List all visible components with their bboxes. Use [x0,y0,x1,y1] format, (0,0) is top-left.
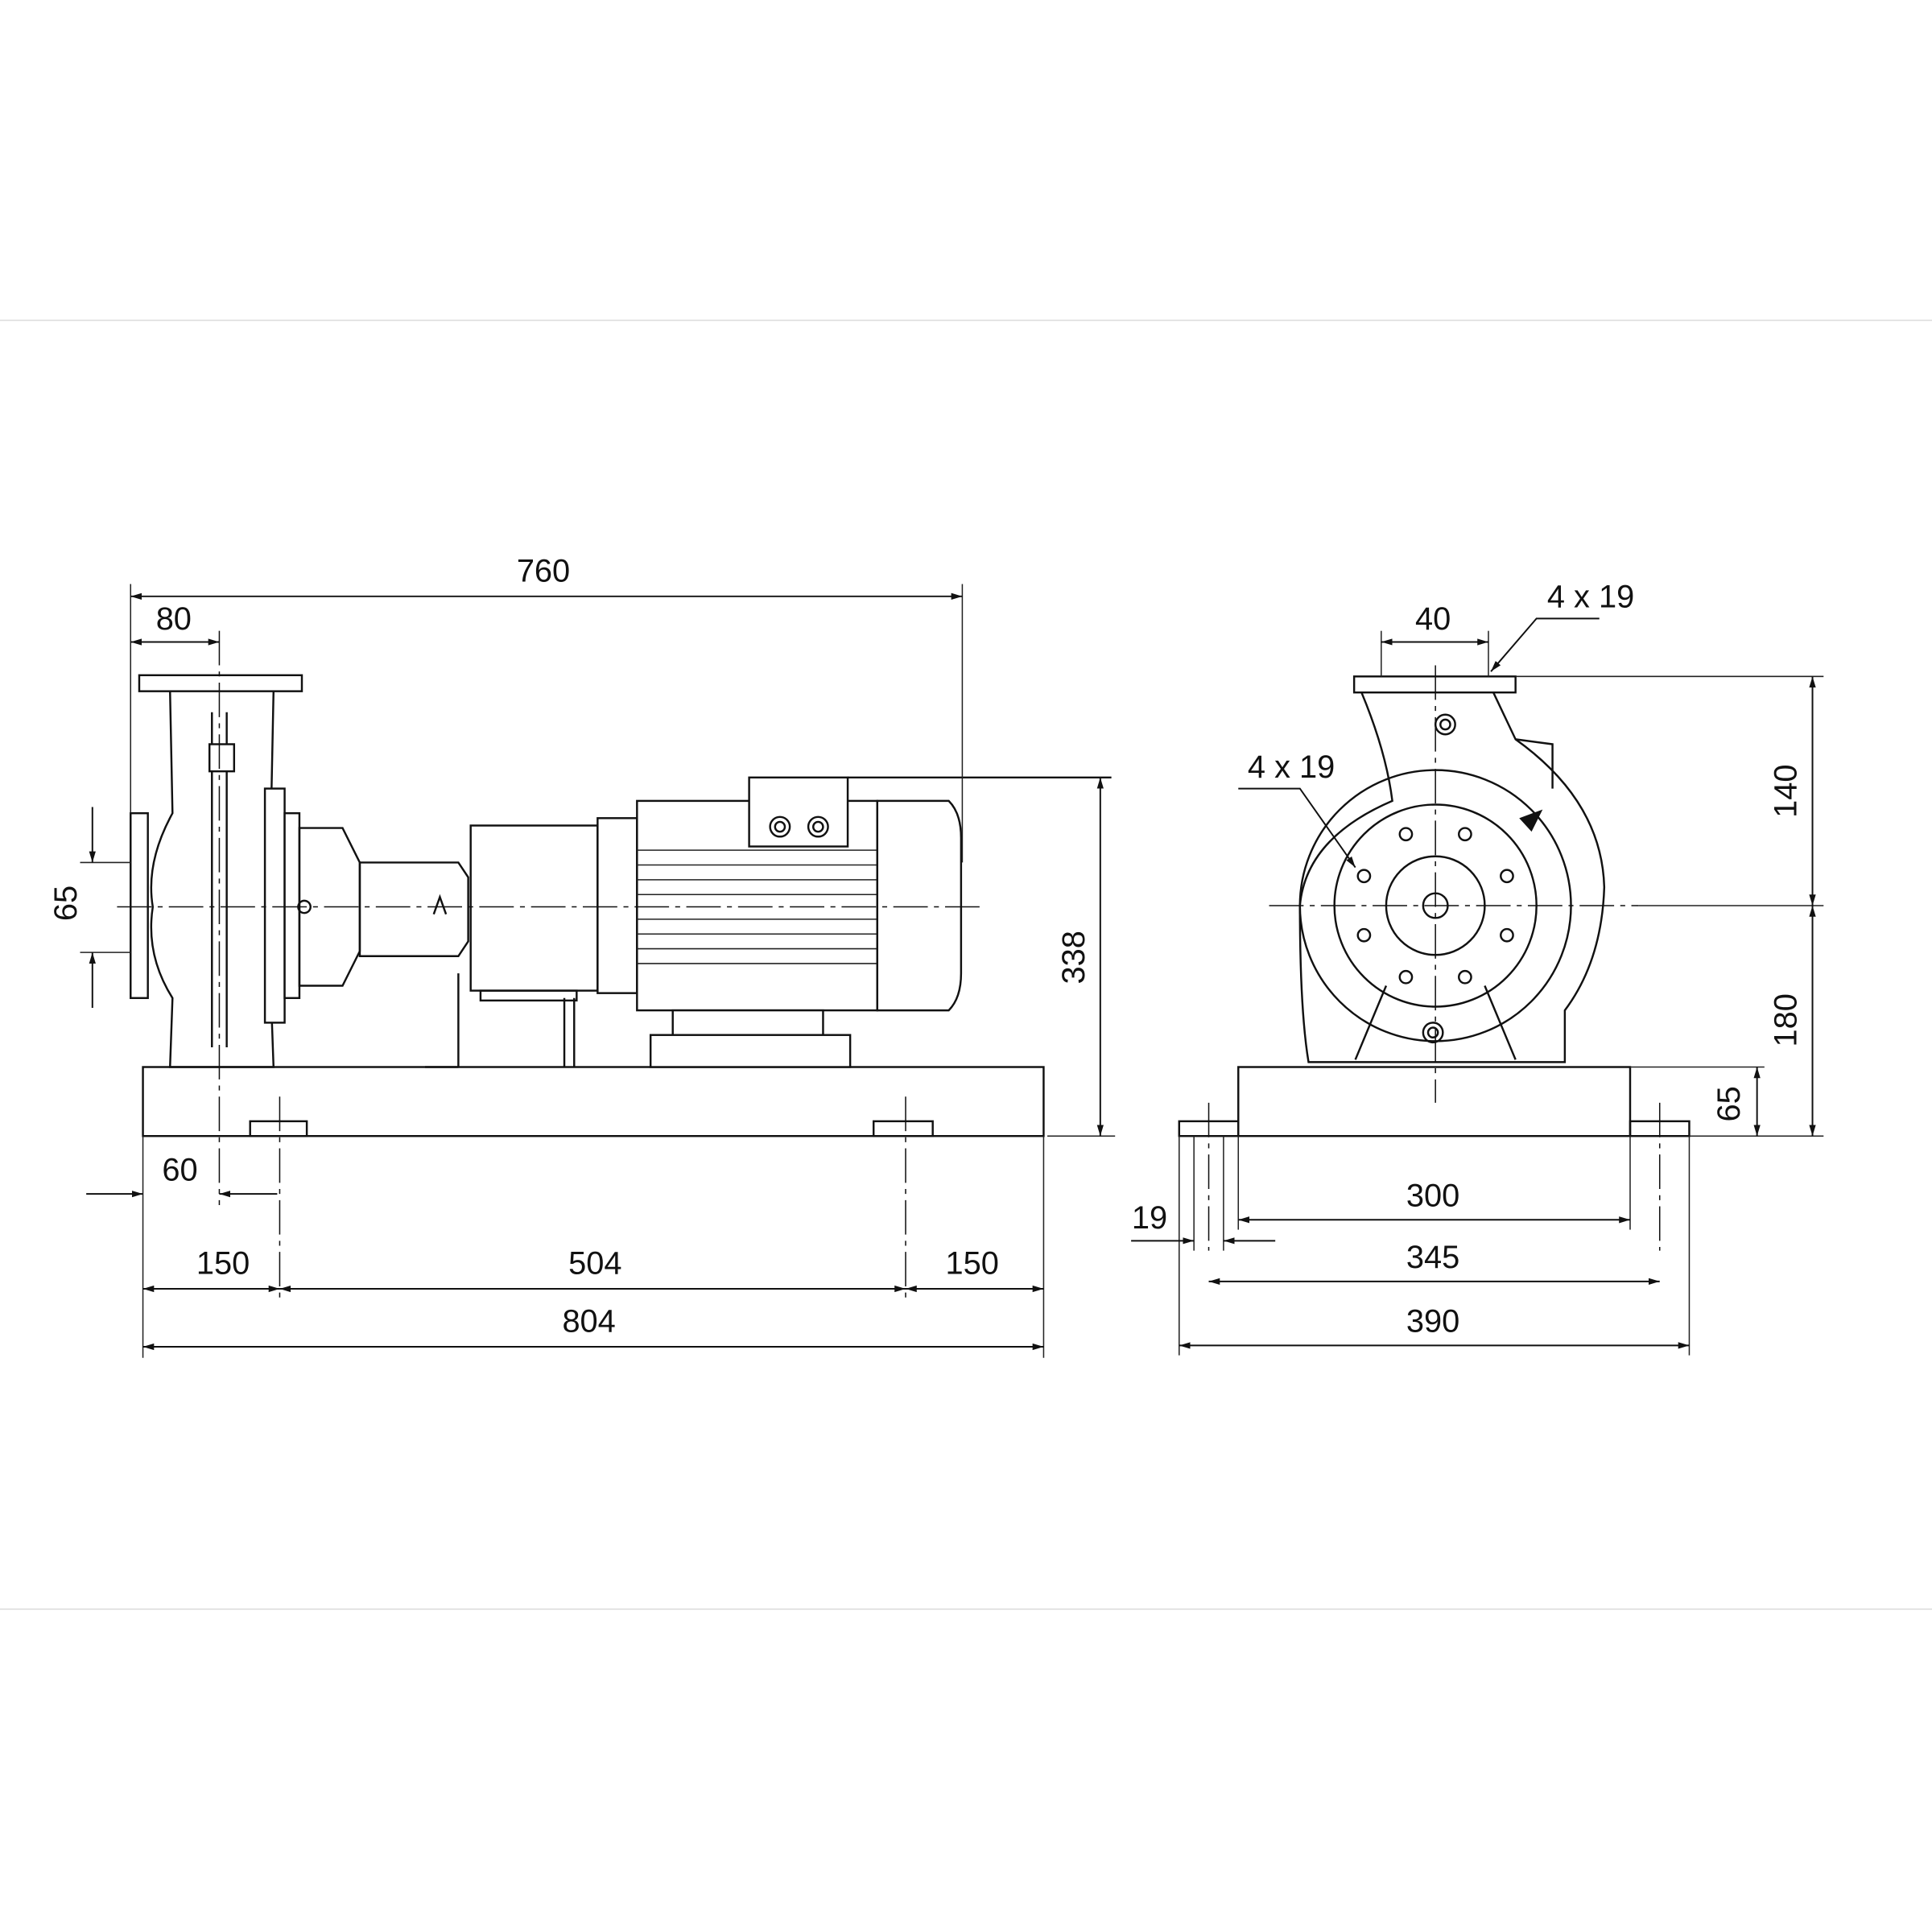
dim-base-length: 804 [562,1304,615,1340]
dim-hole-diameter: 19 [1132,1200,1167,1236]
dim-discharge-offset: 40 [1415,601,1451,637]
dim-shaft-height: 180 [1769,993,1804,1046]
leader-suction-bolts [1238,787,1356,869]
base-frame-front [1237,1066,1632,1137]
dim-foot-right: 150 [945,1246,998,1282]
extension-lines-front [1179,630,1824,1356]
dim-base-width: 390 [1406,1304,1459,1340]
base-frame [142,1066,1045,1137]
dim-upper-height: 140 [1769,764,1804,817]
foot-pad-left [249,1120,308,1137]
bearing-bracket [283,811,361,1000]
extension-lines [80,584,1116,1358]
coupling-guard [425,824,599,1068]
pump-casing [130,674,303,1068]
dim-base-edge-offset: 60 [162,1152,197,1187]
side-view: 760 80 65 338 60 150 504 150 804 [48,553,1116,1358]
dim-suction-offset: 80 [156,601,192,637]
front-view: 40 4 x 19 4 x 19 140 180 65 300 345 390 … [1131,580,1824,1356]
dim-overall-height: 338 [1056,931,1092,984]
volute-casing [1298,675,1606,1063]
label-discharge-bolts: 4 x 19 [1547,580,1634,615]
leader-discharge-bolts [1490,617,1600,672]
label-suction-bolts: 4 x 19 [1248,749,1335,785]
shaft-housing [358,861,469,957]
foot-pad-right [872,1120,934,1137]
dim-hole-spacing: 345 [1406,1240,1459,1275]
dim-suction-flange-height: 65 [48,886,84,921]
dim-foot-left: 150 [196,1246,250,1282]
dim-base-inner-width: 300 [1406,1178,1459,1213]
dim-base-height: 65 [1711,1086,1747,1121]
dim-overall-length: 760 [517,553,570,588]
motor [597,776,1112,1068]
dim-foot-spacing: 504 [568,1246,621,1282]
